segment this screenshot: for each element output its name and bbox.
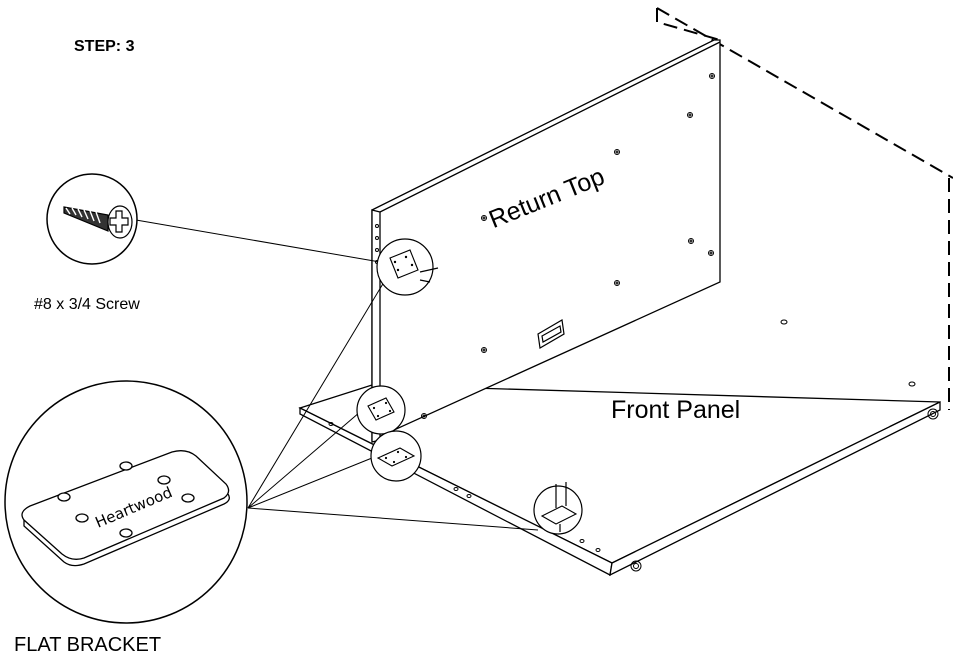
phillips-screw-icon — [63, 205, 133, 239]
dashed-back-panel — [656, 7, 953, 410]
leader-lines — [135, 219, 539, 531]
screw-label: #8 x 3/4 Screw — [34, 296, 140, 313]
bracket-callout: Heartwood — [4, 380, 248, 624]
flat-bracket-icon: Heartwood — [21, 450, 230, 567]
screw-callout — [46, 173, 138, 265]
return-top-panel — [371, 39, 721, 443]
front-panel-holes — [328, 319, 939, 572]
bracket-detail-top — [376, 238, 439, 296]
bracket-detail-front — [533, 482, 583, 535]
bracket-detail-mid — [356, 385, 406, 435]
bracket-label: FLAT BRACKET — [14, 634, 162, 656]
step-title: STEP: 3 — [74, 38, 135, 55]
handle-cutout — [537, 319, 565, 349]
return-top-holes — [375, 73, 715, 432]
front-panel-label: Front Panel — [611, 396, 741, 424]
bracket-detail-low — [370, 430, 422, 482]
